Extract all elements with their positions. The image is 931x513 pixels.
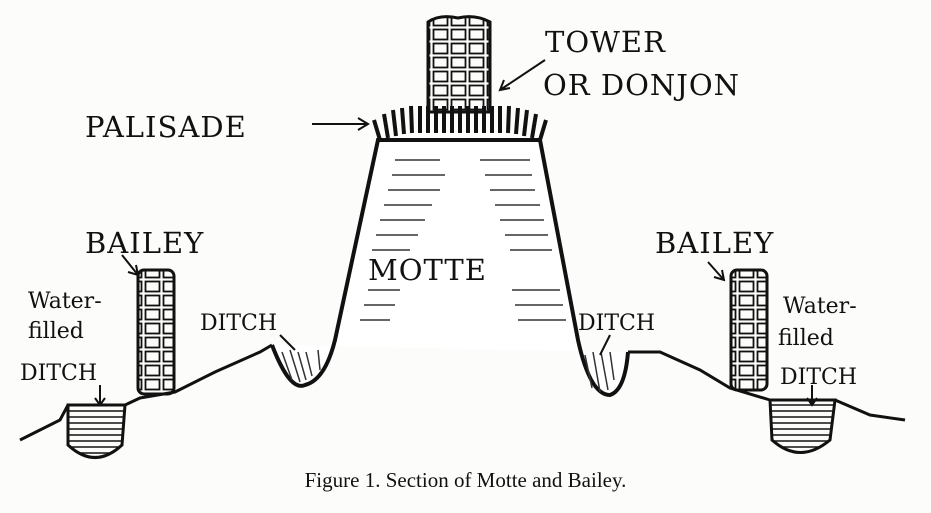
motte-hatching [281,159,615,393]
water-ditch-right [768,398,837,454]
label-bailey-right: BAILEY [655,226,774,260]
label-water-right-2: filled [778,326,834,351]
label-water-right-3: DITCH [780,365,857,390]
label-bailey-left: BAILEY [85,226,204,260]
label-water-left-1: Water- [28,289,102,314]
label-tower: TOWER [545,25,666,59]
water-ditch-left [66,403,127,459]
label-water-right-1: Water- [783,294,857,319]
label-ditch-left: DITCH [200,311,277,336]
ground-line [19,343,906,442]
bailey-wall-left [136,268,176,396]
label-palisade: PALISADE [85,110,247,144]
label-ditch-right: DITCH [578,311,655,336]
label-or-donjon: OR DONJON [543,68,740,102]
label-water-left-3: DITCH [20,361,97,386]
label-water-left-2: filled [28,319,84,344]
figure-caption: Figure 1. Section of Motte and Bailey. [304,468,627,492]
label-arrows [94,59,818,407]
label-motte: MOTTE [368,253,487,287]
tower-donjon [426,15,492,114]
palisade-stakes [372,105,548,141]
bailey-wall-right [729,268,769,392]
